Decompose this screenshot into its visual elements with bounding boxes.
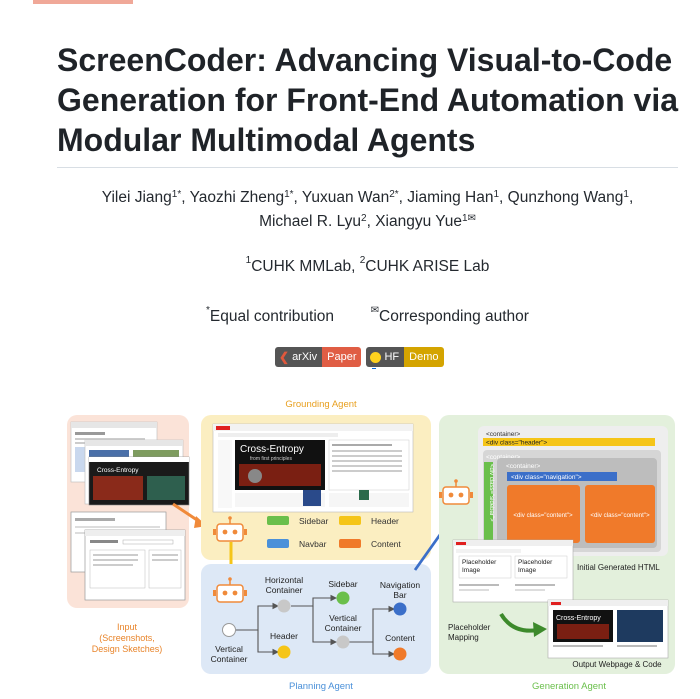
svg-text:Content: Content: [385, 633, 415, 643]
svg-text:Mapping: Mapping: [448, 633, 479, 642]
corresponding-author-note: ✉Corresponding author: [370, 305, 529, 325]
svg-text:<container>: <container>: [486, 454, 521, 461]
legend-header-swatch: [339, 516, 361, 525]
legend-content-swatch: [339, 539, 361, 548]
planning-agent-panel: Planning Agent Horizontal Container Head…: [201, 564, 431, 692]
input-thumb-title: Cross-Entropy: [97, 467, 139, 474]
author[interactable]: Yuxuan Wan2*: [301, 189, 399, 206]
legend-sidebar-swatch: [267, 516, 289, 525]
link-underline: [372, 368, 376, 369]
affiliations: 1CUHK MMLab, 2CUHK ARISE Lab: [245, 255, 490, 275]
output-thumb-title: Cross-Entropy: [556, 615, 601, 622]
input-label-line2: (Screenshots,: [99, 633, 155, 643]
svg-text:<div class="sidebar">: <div class="sidebar">: [488, 464, 494, 522]
svg-text:<div class="content">: <div class="content">: [513, 512, 573, 519]
planning-robot-icon: [213, 577, 247, 603]
svg-text:<div class="content">: <div class="content">: [590, 512, 650, 519]
node-vertical-root: [222, 623, 236, 637]
node-vertical-mid: [336, 635, 350, 649]
node-horizontal: [277, 599, 291, 613]
page-title: ScreenCoder: Advancing Visual-to-Code Ge…: [57, 42, 679, 158]
svg-text:Placeholder: Placeholder: [462, 559, 497, 566]
author[interactable]: Yaozhi Zheng1*: [189, 189, 294, 206]
author[interactable]: Qunzhong Wang1: [507, 189, 629, 206]
author-list: Yilei Jiang1*, Yaozhi Zheng1*, Yuxuan Wa…: [101, 189, 634, 230]
svg-text:Horizontal: Horizontal: [265, 575, 303, 585]
grounding-legend: Sidebar Header Navbar Content: [267, 516, 401, 549]
svg-text:Sidebar: Sidebar: [328, 579, 357, 589]
svg-text:Header: Header: [270, 631, 298, 641]
svg-text:<div class="header">: <div class="header">: [486, 440, 547, 447]
architecture-figure: Cross-Entropy Input (Screenshots, Design…: [67, 399, 675, 692]
legend-content-label: Content: [371, 539, 401, 549]
output-label: Output Webpage & Code: [572, 660, 662, 669]
arxiv-icon: ❮: [279, 350, 290, 364]
svg-text:<container>: <container>: [506, 463, 541, 470]
generation-agent-panel: Generation Agent <container> <div class=…: [439, 415, 675, 692]
svg-text:Image: Image: [518, 567, 536, 574]
input-label-line3: Design Sketches): [92, 644, 163, 654]
grounding-title: Grounding Agent: [285, 399, 357, 410]
contribution-notes: *Equal contribution ✉Corresponding autho…: [57, 305, 678, 326]
svg-text:Vertical: Vertical: [215, 644, 243, 654]
node-header: [277, 645, 291, 659]
top-accent-bar: [33, 0, 133, 4]
generation-robot-icon: [439, 479, 473, 505]
initial-html-label: Initial Generated HTML: [577, 563, 660, 572]
grounding-robot-icon: [213, 516, 247, 542]
author[interactable]: Michael R. Lyu2: [259, 213, 367, 230]
badge-row: ❮arXiv Paper HF Demo: [275, 347, 444, 367]
svg-text:Placeholder: Placeholder: [448, 623, 491, 632]
equal-contribution-note: *Equal contribution: [206, 305, 335, 325]
grounding-thumb-title: Cross-Entropy: [240, 444, 304, 455]
input-panel: Cross-Entropy Input (Screenshots, Design…: [67, 415, 190, 654]
grounding-thumb-subtitle: from first principles: [250, 456, 292, 462]
svg-text:<div class="navigation">: <div class="navigation">: [511, 474, 582, 481]
svg-text:Container: Container: [325, 623, 362, 633]
svg-text:Bar: Bar: [393, 590, 406, 600]
svg-text:Navigation: Navigation: [380, 580, 420, 590]
node-navigation: [393, 602, 407, 616]
node-sidebar: [336, 591, 350, 605]
generation-title: Generation Agent: [532, 681, 606, 692]
svg-text:Image: Image: [462, 567, 480, 574]
legend-navbar-swatch: [267, 539, 289, 548]
svg-text:Container: Container: [266, 585, 303, 595]
grounding-agent-panel: Grounding Agent Cross-Entropy from first…: [201, 399, 431, 560]
hf-demo-badge[interactable]: HF Demo: [366, 347, 444, 367]
author[interactable]: Jiaming Han1: [407, 189, 500, 206]
node-content: [393, 647, 407, 661]
huggingface-icon: [370, 351, 382, 363]
svg-text:Container: Container: [211, 654, 248, 664]
svg-text:Vertical: Vertical: [329, 613, 357, 623]
author[interactable]: Yilei Jiang1*: [101, 189, 182, 206]
legend-navbar-label: Navbar: [299, 539, 327, 549]
author[interactable]: Xiangyu Yue1✉: [375, 213, 476, 230]
svg-text:Placeholder: Placeholder: [518, 559, 553, 566]
svg-text:<container>: <container>: [486, 431, 521, 438]
arxiv-paper-badge[interactable]: ❮arXiv Paper: [275, 347, 362, 367]
legend-sidebar-label: Sidebar: [299, 516, 328, 526]
planning-title: Planning Agent: [289, 681, 353, 692]
title-divider: [57, 167, 678, 168]
legend-header-label: Header: [371, 516, 399, 526]
input-label: Input: [117, 622, 138, 632]
